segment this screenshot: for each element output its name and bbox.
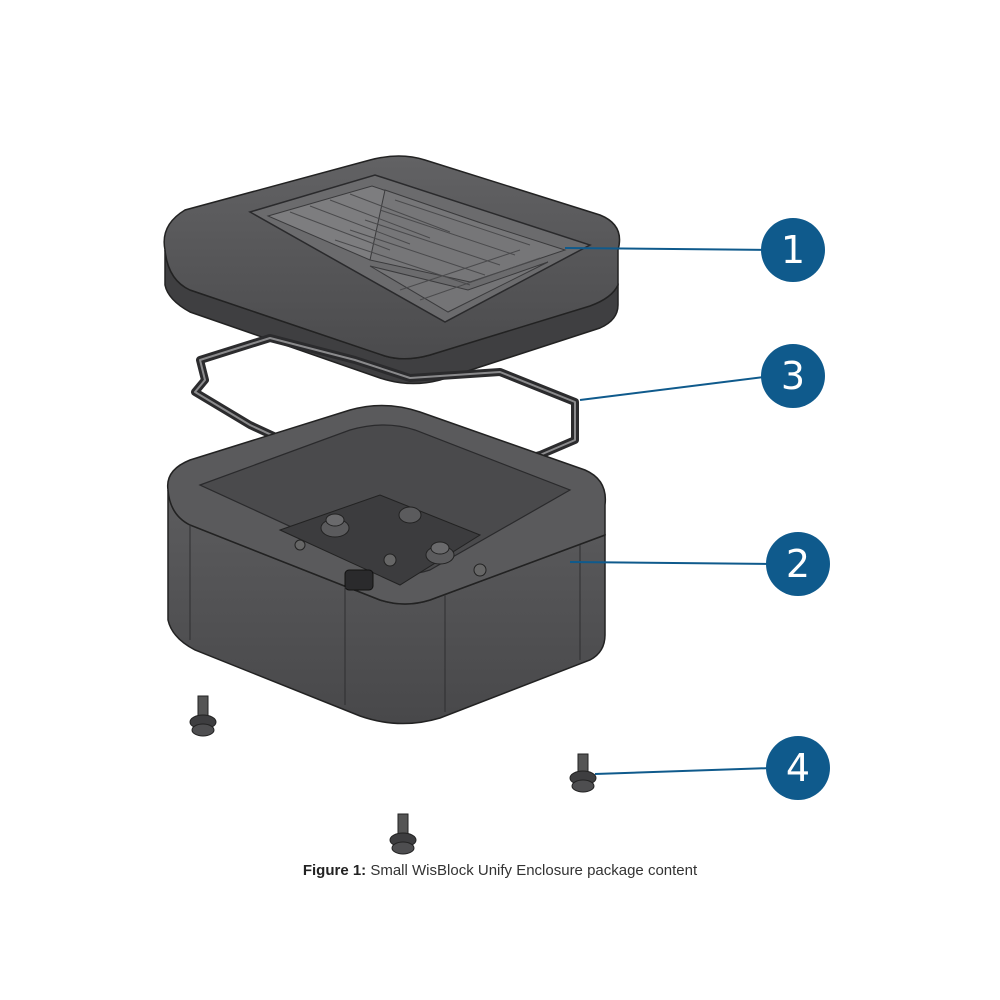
callout-1-number: 1 (781, 228, 805, 272)
callout-1: 1 (761, 218, 825, 282)
callout-4-number: 4 (786, 746, 810, 790)
figure-caption-text: Small WisBlock Unify Enclosure package c… (370, 862, 698, 879)
callout-3-number: 3 (781, 354, 805, 398)
screw (389, 813, 417, 855)
figure-caption: Figure 1: Small WisBlock Unify Enclosure… (0, 862, 1000, 879)
callout-2-number: 2 (786, 542, 810, 586)
pcb-connectors (278, 494, 487, 591)
figure-label: Figure 1: (302, 862, 367, 879)
screw (569, 753, 597, 793)
gasket-seal (191, 334, 773, 494)
enclosure-base (166, 404, 773, 725)
callout-4: 4 (766, 736, 830, 800)
lid-with-solar-panel (163, 155, 773, 385)
callout-2: 2 (766, 532, 830, 596)
screw (189, 695, 217, 737)
callout-3: 3 (761, 344, 825, 408)
mounting-screws (189, 695, 773, 855)
